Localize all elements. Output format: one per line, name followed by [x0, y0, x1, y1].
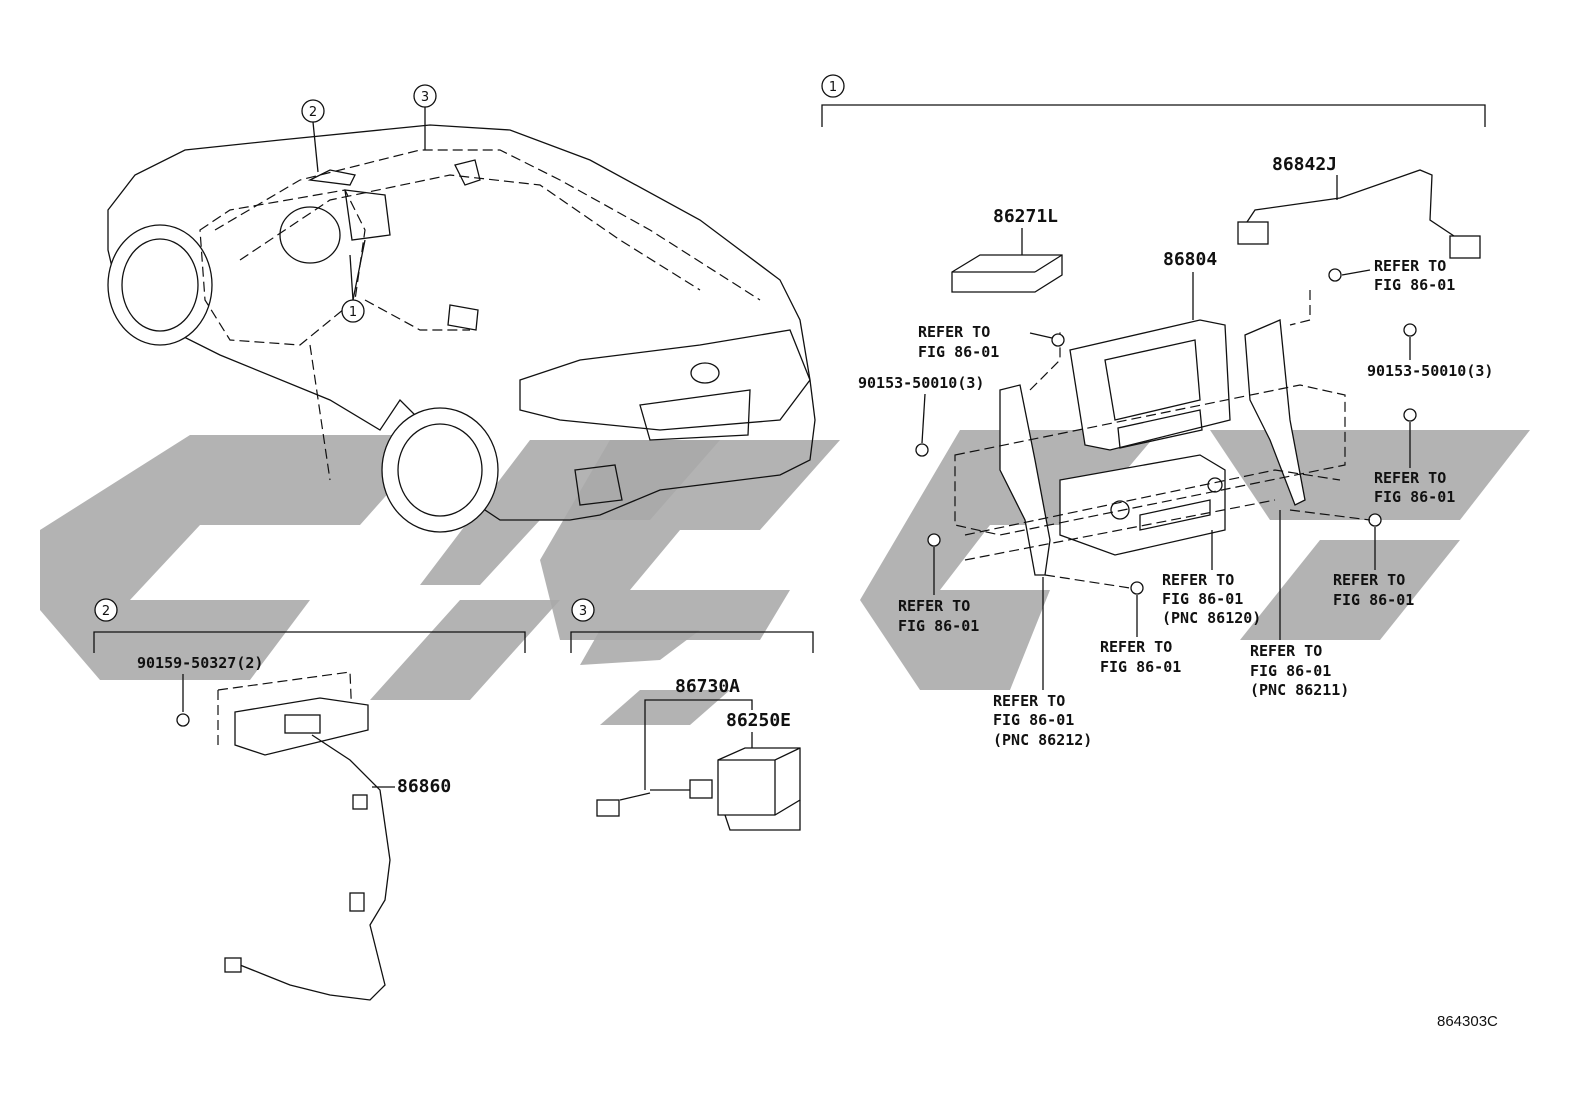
part-86730A-connector	[689, 779, 713, 799]
connector-icon	[352, 794, 368, 810]
fig-ref-label: FIG 86-01	[1374, 276, 1455, 294]
refer-to-label: REFER TO	[1162, 571, 1234, 589]
section-1-bracket	[821, 104, 1486, 127]
fig-ref-label: FIG 86-01	[1162, 590, 1243, 608]
pnc-86211-label: (PNC 86211)	[1250, 681, 1349, 699]
refer-to-label: REFER TO	[1374, 469, 1446, 487]
part-90153-left-label: 90153-50010(3)	[858, 374, 984, 392]
right-mounting-bracket	[1244, 319, 1306, 506]
bolt-icon	[1403, 323, 1417, 337]
connector-icon	[349, 892, 365, 912]
figure-code: 864303C	[1437, 1013, 1498, 1030]
part-86250E-usb-port	[717, 747, 801, 816]
part-86842J-cable	[1244, 169, 1461, 241]
part-90159-label: 90159-50327(2)	[137, 654, 263, 672]
part-86842J-plug-right	[1449, 235, 1481, 259]
overview-callouts: 2 3 1	[301, 84, 437, 323]
pnc-86212-label: (PNC 86212)	[993, 731, 1092, 749]
part-86842J-plug-left	[1237, 221, 1269, 245]
fig-ref-label: FIG 86-01	[1333, 591, 1414, 609]
plug-icon	[224, 957, 242, 973]
refer-to-label: REFER TO	[1250, 642, 1322, 660]
bolt-icon	[1051, 333, 1065, 347]
bolt-icon	[1403, 408, 1417, 422]
section-3-bracket	[570, 631, 814, 653]
section-2-callout: 2	[102, 604, 110, 619]
fig-ref-label: FIG 86-01	[1100, 658, 1181, 676]
refer-to-label: REFER TO	[1333, 571, 1405, 589]
overview-callout-1: 1	[349, 305, 357, 320]
bolt-icon	[1328, 268, 1342, 282]
part-86271L-label: 86271L	[993, 206, 1058, 227]
refer-to-label: REFER TO	[1374, 257, 1446, 275]
audio-head-unit	[1059, 454, 1226, 556]
fig-ref-label: FIG 86-01	[1374, 488, 1455, 506]
section-3-callout: 3	[579, 604, 587, 619]
refer-to-label: REFER TO	[993, 692, 1065, 710]
refer-to-label: REFER TO	[898, 597, 970, 615]
watermark-logo	[40, 430, 1530, 725]
part-86804-label: 86804	[1163, 249, 1217, 270]
fig-ref-label: FIG 86-01	[918, 343, 999, 361]
bolt-icon	[927, 533, 941, 547]
car-overview-drawing	[107, 124, 816, 533]
part-86842J-label: 86842J	[1272, 154, 1337, 175]
refer-to-label: REFER TO	[1100, 638, 1172, 656]
section-2-bracket	[93, 631, 526, 653]
part-86860-label: 86860	[397, 776, 451, 797]
part-90153-right-label: 90153-50010(3)	[1367, 362, 1493, 380]
section-1-callout: 1	[829, 80, 837, 95]
part-86250E-label: 86250E	[726, 710, 791, 731]
section-1-navigation-unit: 1 86842J 86271L 86804	[821, 74, 1493, 749]
part-86804-display	[1069, 319, 1231, 451]
fig-ref-label: FIG 86-01	[993, 711, 1074, 729]
section-2-antenna-amplifier: 2 90159-50327(2) 86860	[93, 598, 526, 1001]
fig-ref-label: FIG 86-01	[1250, 662, 1331, 680]
overview-callout-2: 2	[309, 105, 317, 120]
fig-ref-label: FIG 86-01	[898, 617, 979, 635]
pnc-86120-label: (PNC 86120)	[1162, 609, 1261, 627]
part-86860-module	[284, 714, 321, 734]
part-86730A-plug	[596, 799, 620, 817]
bolt-icon	[915, 443, 929, 457]
part-86730A-label: 86730A	[675, 676, 740, 697]
bolt-icon	[1130, 581, 1144, 595]
part-86271L-module	[951, 254, 1063, 293]
refer-to-label: REFER TO	[918, 323, 990, 341]
section-3-usb-port: 3 86730A 86250E	[570, 598, 814, 831]
bolt-icon	[1368, 513, 1382, 527]
screw-icon	[176, 713, 190, 727]
overview-callout-3: 3	[421, 90, 429, 105]
